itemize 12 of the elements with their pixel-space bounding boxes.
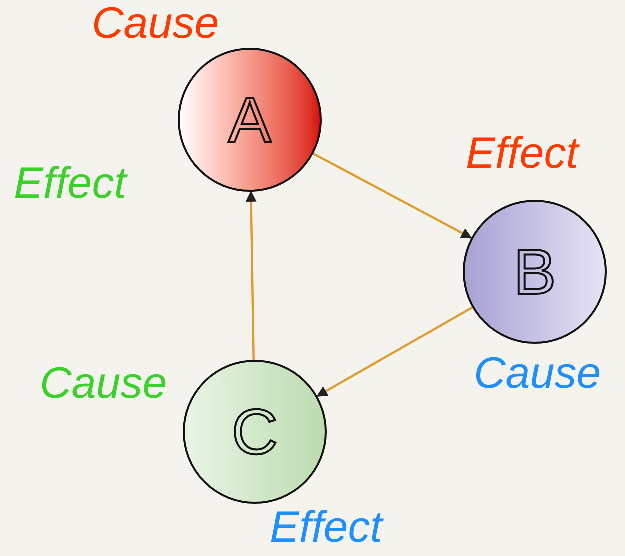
node-letter: C [232, 400, 278, 464]
role-label: Cause [40, 362, 168, 406]
role-label: Cause [474, 352, 602, 396]
role-label: Effect [466, 132, 578, 176]
role-label: Effect [14, 162, 126, 206]
role-label: Effect [270, 506, 382, 550]
arrow [313, 152, 472, 240]
arrow [316, 306, 474, 398]
node-letter: B [514, 240, 556, 304]
node-letter: A [228, 88, 272, 152]
arrow [246, 190, 257, 360]
role-label: Cause [92, 2, 220, 46]
